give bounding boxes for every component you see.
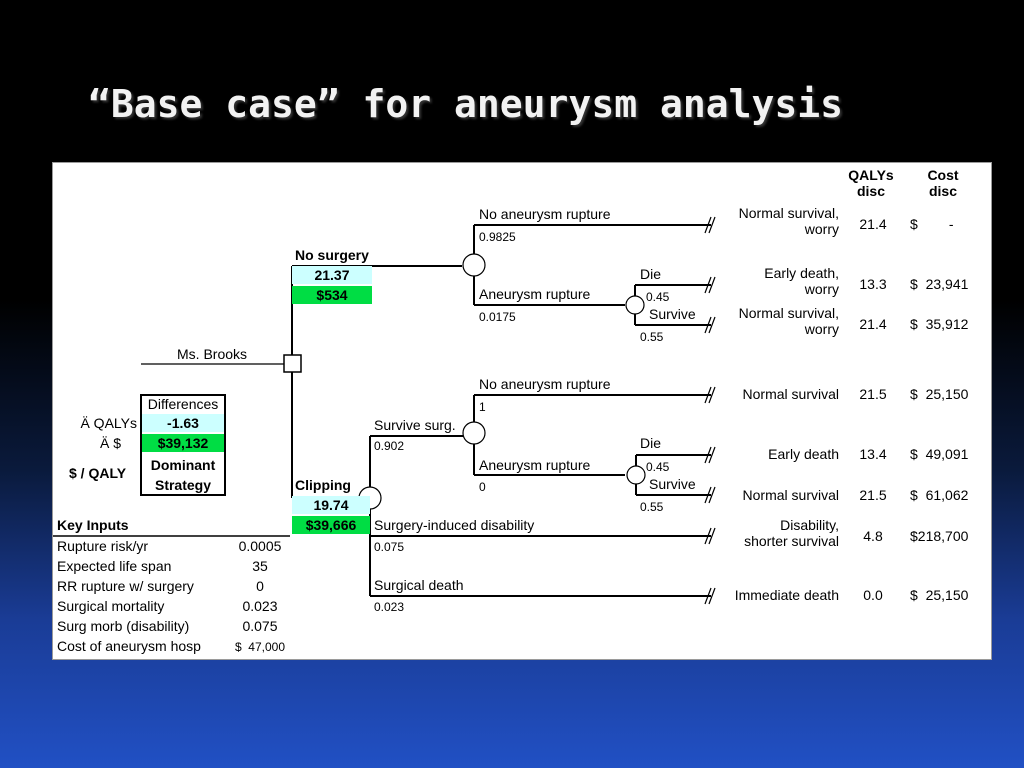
- outcome-qalys: 21.4: [859, 316, 887, 332]
- ns-rupture-prob: 0.0175: [479, 310, 516, 324]
- outcome-cost: $ 25,150: [910, 587, 969, 603]
- ns-survive-prob: 0.55: [640, 330, 664, 344]
- delta-qalys-label: Ä QALYs: [80, 415, 137, 431]
- delta-cost-value: $39,132: [142, 434, 224, 452]
- disability-prob: 0.075: [374, 540, 405, 554]
- ns-die-prob: 0.45: [646, 290, 670, 304]
- cl-survive-prob: 0.55: [640, 500, 664, 514]
- decision-tree-lines: [53, 216, 716, 605]
- outcome-cost: $ 23,941: [910, 276, 969, 292]
- survive-surg-label: Survive surg.: [374, 417, 456, 433]
- outcome-label: Immediate death: [734, 587, 839, 603]
- outcome-qalys: 4.8: [863, 528, 883, 544]
- outcome-qalys: 13.3: [859, 276, 887, 292]
- key-input-label: RR rupture w/ surgery: [57, 578, 194, 594]
- key-input-value: $ 47,000: [234, 640, 286, 654]
- key-input-label: Rupture risk/yr: [57, 538, 149, 554]
- key-input-value: 0: [256, 578, 264, 594]
- outcome-qalys: 21.4: [859, 216, 887, 232]
- outcome-qalys: 13.4: [859, 446, 887, 462]
- key-input-value: 35: [252, 558, 268, 574]
- outcome-label: Early death: [768, 446, 839, 462]
- outcome-label: Disability,shorter survival: [744, 517, 839, 549]
- outcome-cost: $ 49,091: [910, 446, 969, 462]
- outcome-label: Normal survival,worry: [738, 305, 839, 337]
- key-inputs-title: Key Inputs: [57, 517, 129, 533]
- outcome-label: Normal survival,worry: [738, 205, 839, 237]
- outcome-label: Normal survival: [742, 386, 839, 402]
- root-label: Ms. Brooks: [177, 346, 248, 362]
- outcome-cost: $ 61,062: [910, 487, 969, 503]
- cost-per-qaly-label: $ / QALY: [69, 465, 127, 481]
- outcome-qalys: 21.5: [859, 386, 887, 402]
- disability-label: Surgery-induced disability: [374, 517, 535, 533]
- differences-header: Differences: [147, 396, 219, 412]
- terminal-break-markers: [704, 216, 716, 605]
- outcome-cost: $218,700: [910, 528, 969, 544]
- key-input-label: Expected life span: [57, 558, 172, 574]
- no-surgery-label: No surgery: [295, 247, 369, 263]
- outcome-qalys: 21.5: [859, 487, 887, 503]
- outcome-qalys: 0.0: [863, 587, 883, 603]
- survive-surg-chance-node: [462, 421, 486, 445]
- ns-no-rupture-label: No aneurysm rupture: [479, 206, 611, 222]
- decision-node: [283, 354, 302, 373]
- no-surgery-qalys: 21.37: [292, 266, 372, 284]
- ns-rupture-chance-node: [625, 295, 645, 315]
- key-input-label: Cost of aneurysm hosp: [57, 638, 201, 654]
- outcome-cost: $ -: [910, 216, 954, 232]
- ns-survive-label: Survive: [649, 306, 696, 322]
- key-input-value: 0.023: [242, 598, 278, 614]
- outcome-label: Normal survival: [742, 487, 839, 503]
- ns-die-label: Die: [640, 266, 662, 282]
- cl-die-label: Die: [640, 435, 662, 451]
- no-surgery-chance-node: [462, 253, 486, 277]
- delta-cost-label: Ä $: [99, 435, 121, 451]
- delta-qalys-value: -1.63: [142, 414, 224, 432]
- key-input-value: 0.075: [242, 618, 278, 634]
- key-input-value: 0.0005: [238, 538, 282, 554]
- surgical-death-prob: 0.023: [374, 600, 405, 614]
- cl-no-rupture-prob: 1: [479, 400, 486, 414]
- cl-no-rupture-label: No aneurysm rupture: [479, 376, 611, 392]
- outcome-label: Early death,worry: [764, 265, 839, 297]
- key-input-label: Surgical mortality: [57, 598, 165, 614]
- outcome-cost: $ 25,150: [910, 386, 969, 402]
- clipping-label: Clipping: [295, 477, 351, 493]
- clipping-cost: $39,666: [292, 516, 370, 534]
- outcome-cost: $ 35,912: [910, 316, 969, 332]
- slide-title: “Base case” for aneurysm analysis: [88, 82, 843, 126]
- cl-rupture-label: Aneurysm rupture: [479, 457, 591, 473]
- differences-box: [140, 394, 226, 496]
- ns-rupture-label: Aneurysm rupture: [479, 286, 591, 302]
- ns-no-rupture-prob: 0.9825: [479, 230, 516, 244]
- cl-die-prob: 0.45: [646, 460, 670, 474]
- key-input-label: Surg morb (disability): [57, 618, 190, 634]
- survive-surg-prob: 0.902: [374, 439, 405, 453]
- cl-rupture-chance-node: [626, 465, 646, 485]
- surgical-death-label: Surgical death: [374, 577, 464, 593]
- clipping-qalys: 19.74: [292, 496, 370, 514]
- cl-rupture-prob: 0: [479, 480, 486, 494]
- cl-survive-label: Survive: [649, 476, 696, 492]
- no-surgery-cost: $534: [292, 286, 372, 304]
